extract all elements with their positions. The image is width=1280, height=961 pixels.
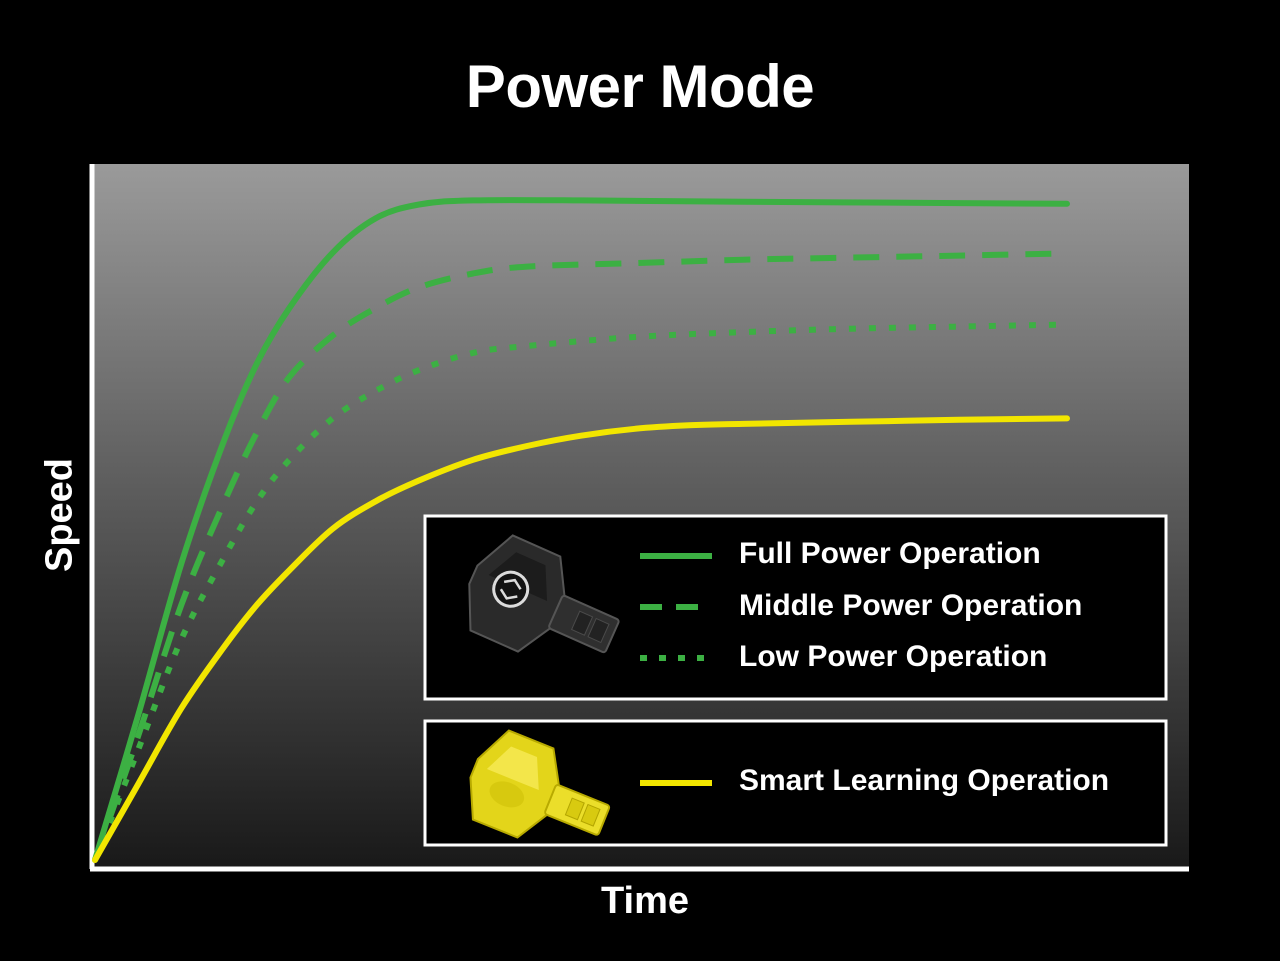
legend-label-smart-learning: Smart Learning Operation <box>739 764 1110 797</box>
chart-title: Power Mode <box>465 53 815 120</box>
series-line-smart-learning-operation <box>92 415 1070 863</box>
series-line-full-power-operation <box>92 197 1070 863</box>
x-axis-label: Time <box>600 880 689 922</box>
black-key-icon <box>468 534 620 654</box>
legend-label-low-power: Low Power Operation <box>739 640 1048 673</box>
legend-label-full-power: Full Power Operation <box>739 537 1041 570</box>
legend-swatches <box>640 553 712 786</box>
series-line-middle-power-operation <box>92 250 1068 861</box>
series-line-low-power-operation <box>92 321 1068 862</box>
series-layer <box>92 197 1070 863</box>
yellow-key-icon <box>469 729 611 839</box>
y-axis-label: Speed <box>38 457 81 573</box>
legend-label-middle-power: Middle Power Operation <box>739 589 1083 622</box>
